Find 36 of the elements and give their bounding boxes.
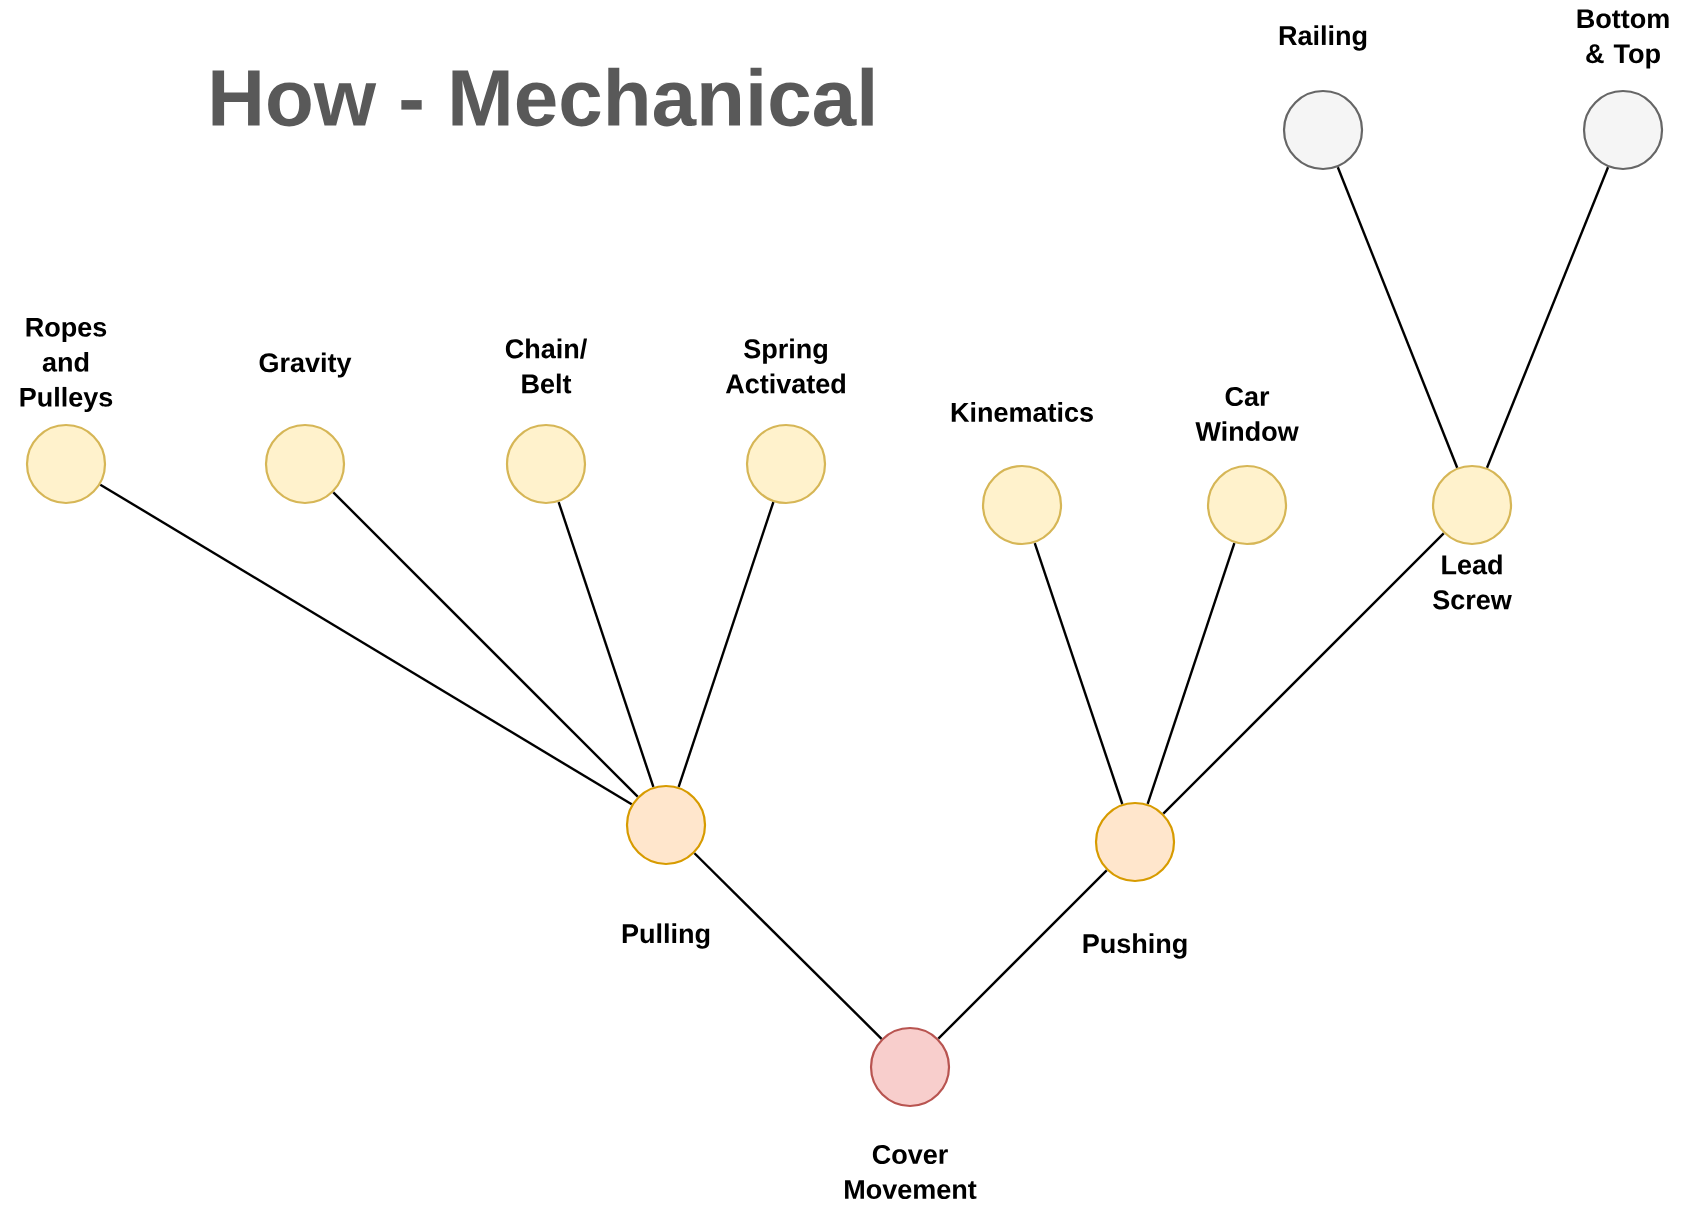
circle-node: Lead Screw [1431,464,1513,610]
connector-line [557,501,655,788]
circle-node: Chain/ Belt [505,338,587,505]
circle-node: Car Window [1195,386,1299,546]
connector-line [677,501,775,788]
circle-node: Gravity [259,352,352,505]
node-label: Cover Movement [845,1144,977,1200]
circle-node: Railing [1279,25,1367,171]
node-label: Bottom & Top [1577,9,1669,69]
circle-node: Spring Activated [725,338,845,505]
connector-line [693,852,883,1040]
circle-node: Ropes and Pulleys [20,317,113,505]
connector-line [937,869,1108,1040]
node-label: Kinematics [951,402,1093,422]
connector-line [1336,166,1459,469]
node-label: Pulling [622,923,710,949]
connector-line [1162,532,1445,815]
circle-node: Pulling [622,784,710,949]
circle-node: Kinematics [951,402,1093,546]
circle-node: Cover Movement [845,1026,977,1200]
connector-line [99,483,633,806]
circle-node: Pushing [1083,801,1187,959]
circle-node: Bottom & Top [1577,9,1669,171]
node-label: Car Window [1195,386,1299,442]
title: How - Mechanical [212,67,873,127]
node-label: Lead Screw [1433,554,1512,610]
node-label: Chain/ Belt [505,338,588,394]
connector-line [1033,542,1124,805]
connector-line [332,491,639,798]
connector-line [1146,542,1236,805]
node-label: Pushing [1083,933,1187,959]
node-label: Gravity [259,352,352,378]
node-label: Ropes and Pulleys [20,317,113,413]
node-label: Spring Activated [725,338,845,394]
node-label: Railing [1279,25,1367,51]
connector-line [1485,166,1610,469]
